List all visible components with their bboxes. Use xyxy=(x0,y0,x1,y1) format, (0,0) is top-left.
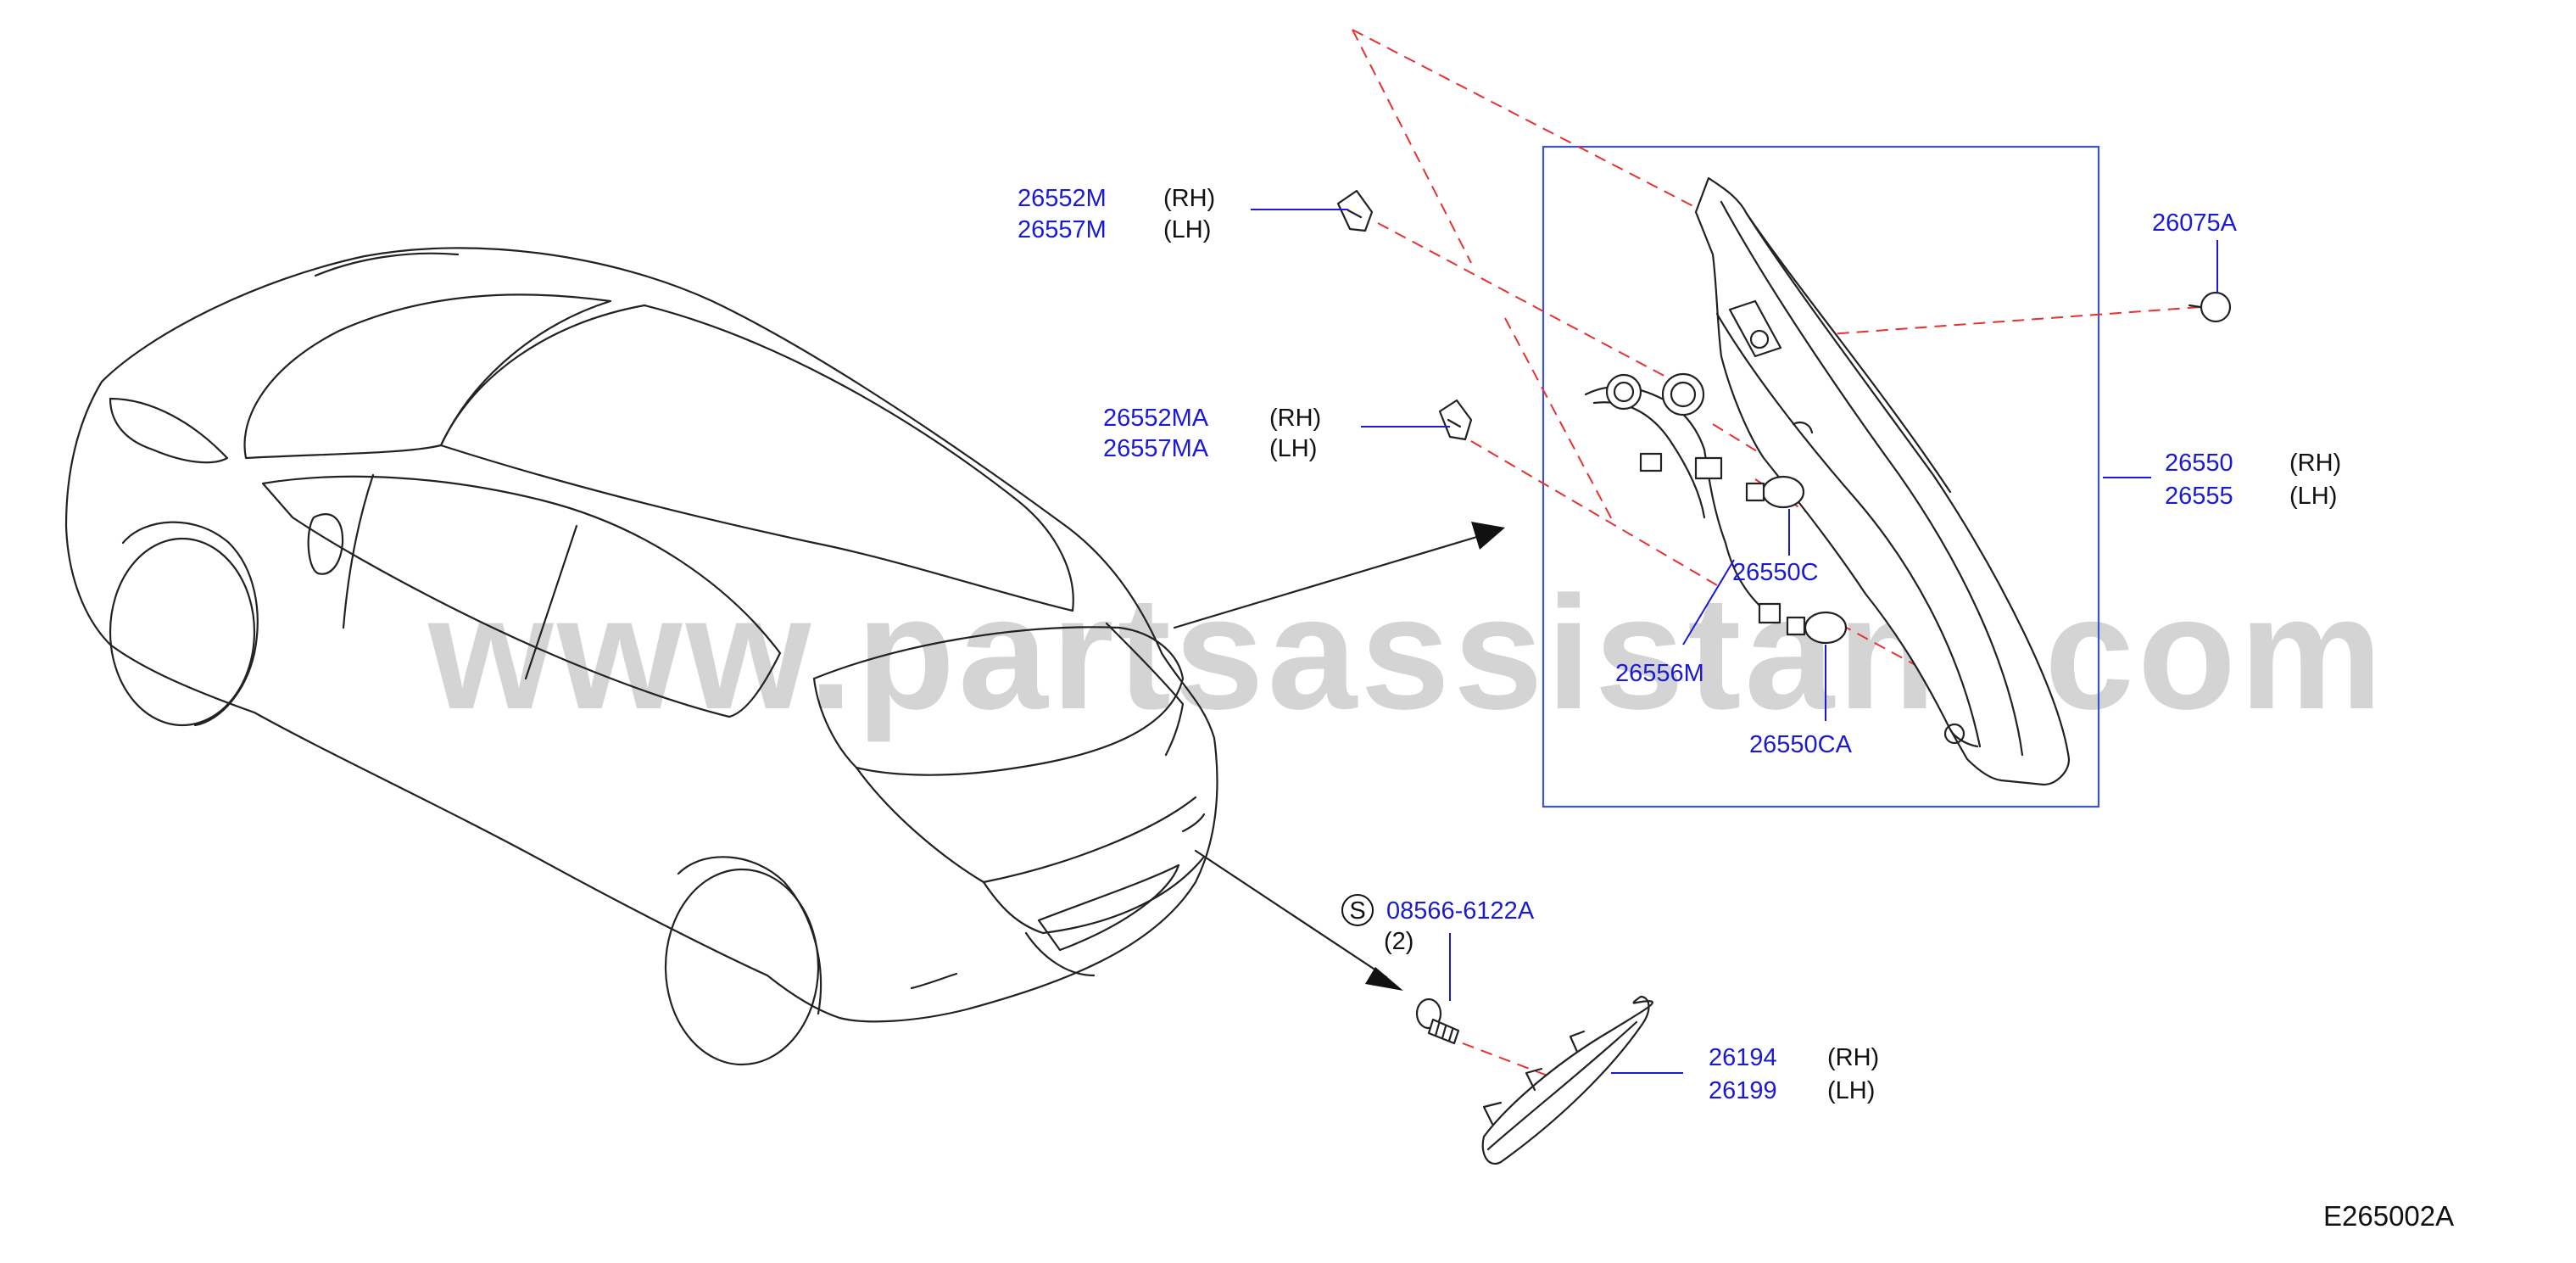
callout-side: (RH) xyxy=(2289,450,2341,477)
callout-number[interactable]: 26199 xyxy=(1709,1077,1777,1104)
screw-icon xyxy=(1415,998,1460,1045)
s-marker-icon xyxy=(1341,894,1374,926)
callout-number[interactable]: 26550C xyxy=(1732,559,1819,586)
callout-number[interactable]: 26194 xyxy=(1709,1044,1777,1071)
callout-side: (2) xyxy=(1384,928,1413,955)
callout-number[interactable]: 26557M xyxy=(1018,216,1107,243)
tail-lamp-assembly-frame xyxy=(1542,145,2100,808)
callout-labels: 26552M (RH) 26557M (LH) 26552MA (RH) 265… xyxy=(1018,185,2454,1232)
callout-side: (LH) xyxy=(2289,483,2337,510)
callout-number[interactable]: 26552MA xyxy=(1103,405,1209,432)
callout-number[interactable]: 26075A xyxy=(2152,210,2238,237)
leader-lines xyxy=(1251,209,2218,1074)
callout-number[interactable]: 26550 xyxy=(2165,450,2233,477)
diagram-code: E265002A xyxy=(2323,1200,2454,1232)
reflex-reflector-icon xyxy=(1481,995,1653,1165)
bulb-icon xyxy=(1745,475,1848,645)
callout-number[interactable]: 26550CA xyxy=(1749,731,1853,758)
pointer-arrows xyxy=(1173,522,1505,991)
callout-number[interactable]: 26556M xyxy=(1615,660,1704,687)
callout-number[interactable]: 08566-6122A xyxy=(1386,897,1535,925)
callout-number[interactable]: 26557MA xyxy=(1103,435,1209,462)
callout-side: (RH) xyxy=(1269,405,1321,432)
callout-side: (RH) xyxy=(1827,1044,1879,1071)
callout-number[interactable]: 26552M xyxy=(1018,185,1107,212)
callout-side: (LH) xyxy=(1827,1077,1875,1104)
bulb-socket-icon xyxy=(1584,372,1781,624)
callout-side: (RH) xyxy=(1163,185,1215,212)
callout-side: (LH) xyxy=(1269,435,1317,462)
tail-lamp-icon xyxy=(1694,176,2071,786)
car-outline-icon xyxy=(64,247,1218,1066)
callout-side: (LH) xyxy=(1163,216,1211,243)
callout-number[interactable]: 26555 xyxy=(2165,483,2233,510)
s-marker-label: S xyxy=(1349,897,1365,925)
clip-icon xyxy=(1336,189,2232,441)
